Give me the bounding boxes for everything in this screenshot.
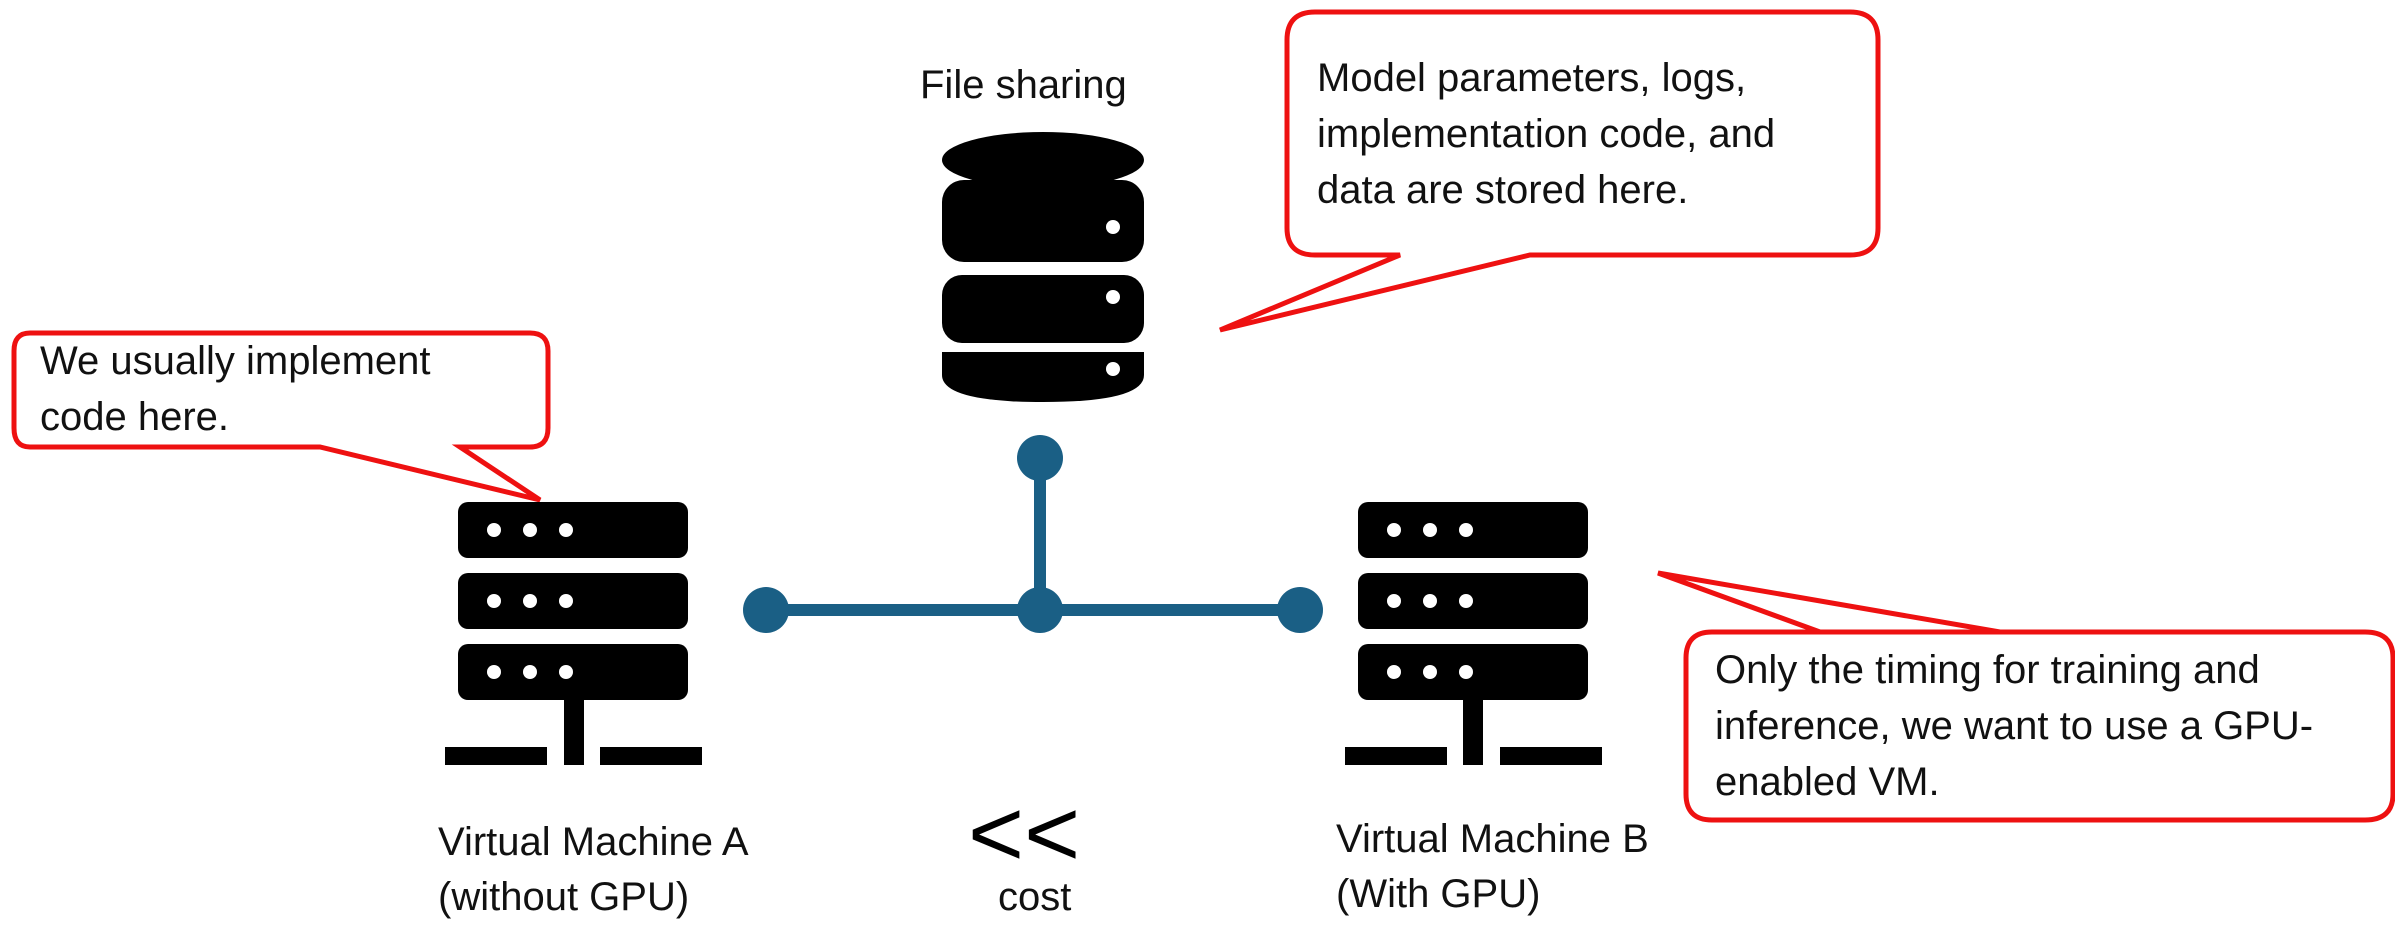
- node-dot-right: [1277, 587, 1323, 633]
- vm-b-label-line2: (With GPU): [1336, 872, 1541, 916]
- node-dot-center: [1017, 587, 1063, 633]
- callout-storage-line3: data are stored here.: [1317, 168, 1689, 212]
- server-b-icon: [1345, 502, 1602, 765]
- callout-gpu-text: Only the timing for training and inferen…: [1715, 642, 2313, 810]
- vm-a-label-line1: Virtual Machine A: [438, 820, 749, 864]
- callout-storage-text: Model parameters, logs, implementation c…: [1317, 50, 1775, 218]
- callout-implement-line2: code here.: [40, 395, 230, 439]
- vm-a-label: Virtual Machine A (without GPU): [438, 815, 749, 925]
- node-dot-top: [1017, 435, 1063, 481]
- comparison-label: cost: [998, 875, 1072, 919]
- vm-b-label: Virtual Machine B (With GPU): [1336, 812, 1649, 922]
- comparison-symbol: <<: [968, 780, 1081, 887]
- vm-a-label-line2: (without GPU): [438, 875, 690, 919]
- callout-implement-text: We usually implement code here.: [40, 333, 431, 445]
- callout-storage-line1: Model parameters, logs,: [1317, 56, 1747, 100]
- file-sharing-label: File sharing: [920, 63, 1127, 107]
- callout-storage-bubble: [1219, 9, 1881, 333]
- callout-gpu-line3: enabled VM.: [1715, 760, 1940, 804]
- callout-storage-line2: implementation code, and: [1317, 112, 1776, 156]
- database-icon: [942, 132, 1144, 402]
- callout-gpu-bubble: [1657, 570, 2395, 823]
- server-a-icon: [445, 502, 702, 765]
- node-dot-left: [743, 587, 789, 633]
- vm-b-label-line1: Virtual Machine B: [1336, 817, 1649, 861]
- callout-implement-bubble: [11, 330, 551, 503]
- callout-gpu-line2: inference, we want to use a GPU-: [1715, 704, 2314, 748]
- callout-implement-line1: We usually implement: [40, 339, 431, 383]
- callout-gpu-line1: Only the timing for training and: [1715, 648, 2260, 692]
- network-links: [743, 435, 1323, 633]
